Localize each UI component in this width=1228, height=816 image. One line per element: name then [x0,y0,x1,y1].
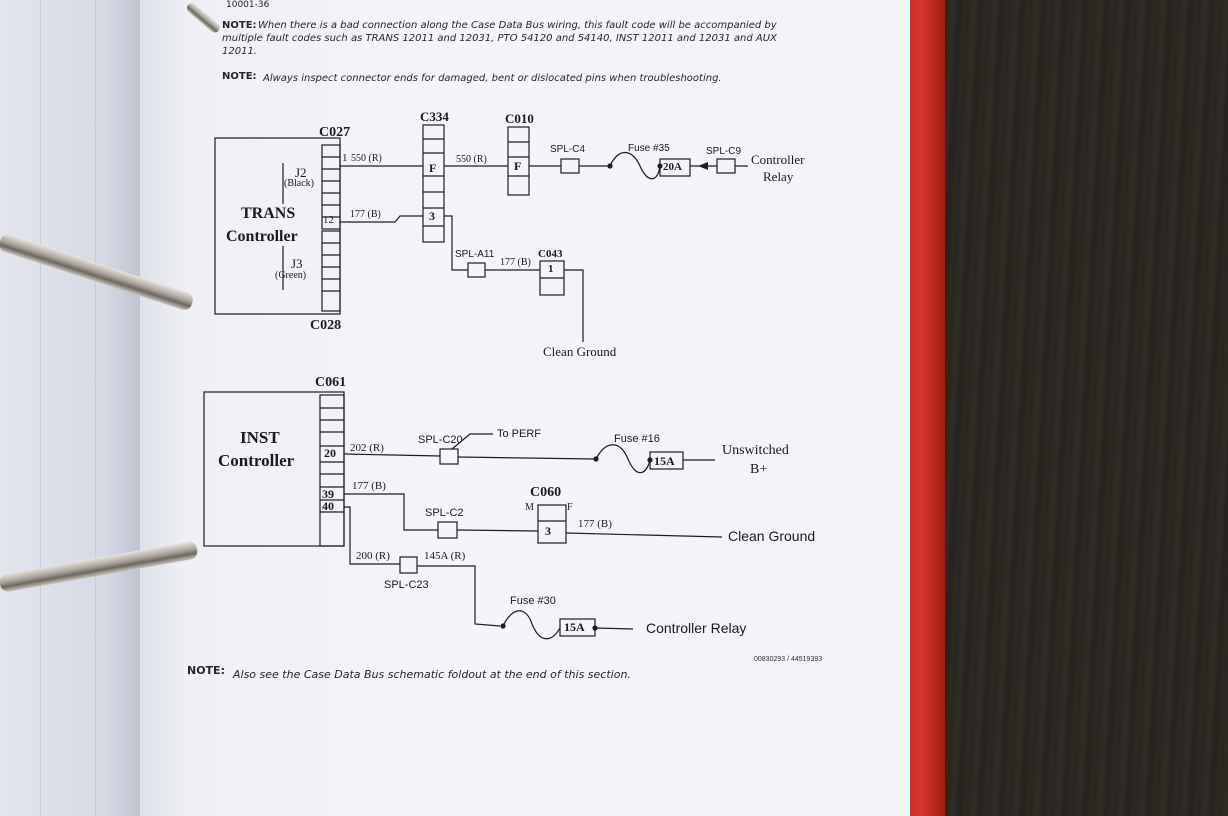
destination-label: To PERF [497,428,542,440]
j3-color: (Green) [275,270,307,281]
wire-label: 177 (B) [352,480,386,492]
connector-label: C334 [420,109,449,124]
j2-color: (Black) [284,178,314,189]
fuse-label: Fuse #35 [628,143,670,154]
page-edge-line [40,0,41,816]
destination-label: Clean Ground [728,528,816,544]
pin-label: 3 [429,209,435,223]
fuse-rating: 20A [663,161,682,173]
pin-label: F [514,159,522,173]
destination-label: Controller Relay [646,620,747,636]
destination-label: Unswitched [722,443,789,458]
pin-label: 20 [324,446,336,460]
wire-label: 177 (B) [500,257,531,268]
connector-label: C010 [505,111,534,126]
wire-label: 177 (B) [350,209,381,220]
splice-label: SPL-C20 [418,434,463,446]
splice-label: SPL-C4 [550,144,586,155]
pin-label: 39 [322,487,334,501]
trans-controller-label: Controller [226,228,298,245]
connector-label: C027 [319,125,351,140]
pin-label: 12 [323,214,334,226]
fuse-rating: 15A [654,454,675,468]
pin-label: 3 [545,524,551,538]
pin-label: 1 [342,152,348,164]
destination-label: B+ [750,462,768,477]
c010-connector [507,126,530,196]
part-numbers: 00830293 / 44519393 [754,656,823,663]
wire-label: 550 (R) [456,154,487,165]
c027-connector [321,144,341,230]
note-text: When there is a bad connection along the… [258,20,777,31]
note-text: multiple fault codes such as TRANS 12011… [222,33,777,44]
wire-label: 550 (R) [351,153,382,164]
c060-connector [537,504,567,544]
splice-label: SPL-A11 [455,249,495,260]
wire-label: 145A (R) [424,550,466,562]
c334-connector [422,124,445,243]
trans-controller-box [214,137,341,315]
wire-label: 200 (R) [356,550,390,562]
spl-c9-splice [716,158,736,174]
connector-label: C043 [538,248,563,260]
note-text: Always inspect connector ends for damage… [263,73,722,84]
c061-connector [319,394,345,547]
connector-label: C060 [530,485,562,500]
c028-connector [321,230,341,312]
spl-a11-splice [467,262,486,278]
destination-label: Controller [751,152,805,167]
splice-label: SPL-C9 [706,146,742,157]
note-label: NOTE: [222,20,257,31]
page-code: 10001-36 [226,0,270,10]
spl-c20-splice [439,448,459,465]
manual-page [140,0,910,816]
destination-label: Relay [763,169,794,184]
binder-cover [905,0,945,816]
connector-side-label: F [567,502,573,513]
splice-label: SPL-C23 [384,579,429,591]
fuse-label: Fuse #30 [510,595,556,607]
fuse-rating: 15A [564,620,585,634]
spl-c4-splice [560,158,580,174]
page-edge-line [128,0,129,816]
destination-label: Clean Ground [543,344,617,359]
splice-label: SPL-C2 [425,507,464,519]
spl-c2-splice [437,521,458,539]
j3-label: J3 [291,256,303,271]
footer-note-text: Also see the Case Data Bus schematic fol… [233,668,631,681]
page-edge-line [95,0,96,816]
wire-label: 177 (B) [578,518,612,530]
fuse-label: Fuse #16 [614,433,660,445]
pin-label: F [429,161,437,175]
trans-controller-label: TRANS [241,205,296,222]
connector-side-label: M [525,502,534,513]
spl-c23-splice [399,556,418,574]
pin-label: 40 [322,499,334,513]
connector-label: C061 [315,375,347,390]
footer-note-label: NOTE: [187,664,225,677]
inst-controller-label: INST [240,428,280,447]
wire-label: 202 (R) [350,442,384,454]
pin-label: 1 [548,263,554,275]
note-label: NOTE: [222,71,257,82]
inst-controller-label: Controller [218,451,295,470]
note-text: 12011. [222,46,257,57]
j2-label: J2 [295,165,307,180]
connector-label: C028 [310,318,342,333]
